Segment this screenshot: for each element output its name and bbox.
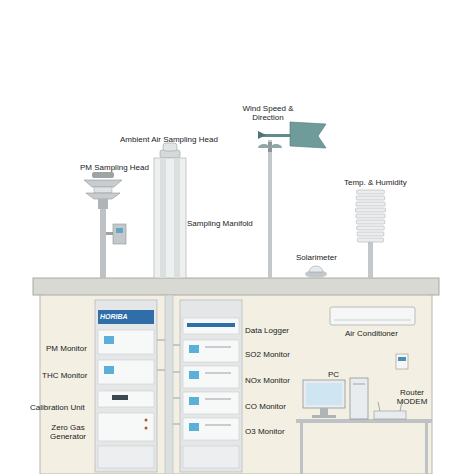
- component-label: Sampling Manifold: [187, 219, 267, 228]
- illustration-part: [183, 392, 239, 414]
- illustration-part: [189, 345, 199, 353]
- component-label: Temp. & Humidity: [344, 178, 424, 187]
- illustration-part: [205, 398, 231, 400]
- component-label: Wind Speed & Direction: [236, 104, 300, 122]
- brand-logo: HORIBA: [100, 313, 140, 321]
- illustration-part: [205, 346, 231, 348]
- illustration-part: [356, 214, 385, 218]
- component-label: Air Conditioner: [345, 329, 425, 338]
- component-label: Data Logger: [245, 326, 305, 335]
- illustration-part: [189, 371, 199, 379]
- illustration-part: [356, 208, 386, 212]
- component-label: NOx Monitor: [245, 376, 305, 385]
- illustration-part: [357, 190, 385, 194]
- illustration-part: [189, 423, 199, 431]
- illustration-part: [205, 424, 231, 426]
- illustration-part: [183, 366, 239, 388]
- illustration-part: [356, 202, 385, 206]
- illustration-part: [183, 340, 239, 362]
- illustration-part: [357, 232, 384, 236]
- component-label: SO2 Monitor: [245, 350, 305, 359]
- component-label: O3 Monitor: [245, 427, 305, 436]
- illustration-part: [189, 397, 199, 405]
- component-label: PM Monitor: [46, 344, 96, 353]
- illustration-part: [183, 418, 239, 440]
- component-label: Solarimeter: [296, 253, 356, 262]
- illustration-part: [357, 226, 385, 230]
- component-label: THC Monitor: [42, 371, 96, 380]
- component-label: PM Sampling Head: [80, 163, 170, 172]
- illustration-part: [356, 196, 384, 200]
- component-label: CO Monitor: [245, 402, 305, 411]
- illustration-part: [205, 372, 231, 374]
- illustration-part: [356, 220, 384, 224]
- component-label: PC: [328, 370, 348, 379]
- component-label: Zero Gas Generator: [40, 423, 96, 441]
- component-label: Ambient Air Sampling Head: [120, 135, 250, 144]
- component-label: Router MODEM: [390, 388, 434, 406]
- component-label: Calibration Unit: [30, 403, 98, 412]
- illustration-part: [358, 238, 384, 242]
